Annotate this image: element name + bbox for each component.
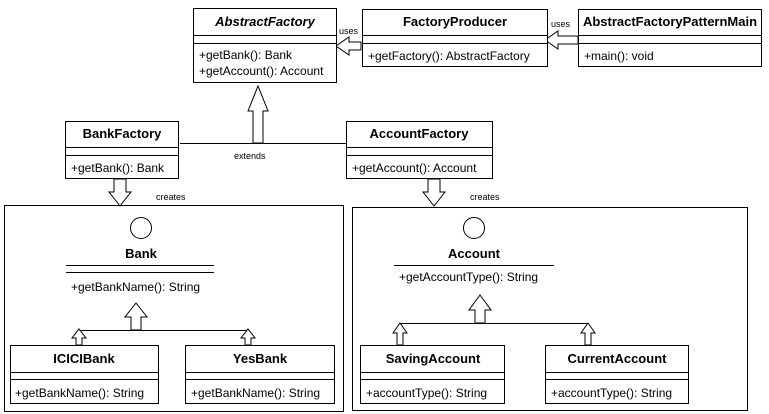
method: +getAccount(): Account bbox=[352, 161, 477, 175]
interface-name: Bank bbox=[125, 246, 158, 261]
class-yes-bank[interactable]: YesBank +getBankName(): String bbox=[185, 345, 335, 404]
interface-bank[interactable]: Bank +getBankName(): String bbox=[66, 217, 214, 295]
current-realization-arrow bbox=[580, 322, 596, 346]
creates-label-1: creates bbox=[156, 192, 186, 202]
method: +getBank(): Bank bbox=[199, 48, 293, 62]
uses-arrow-main-to-producer bbox=[544, 30, 579, 50]
class-icici-bank[interactable]: ICICIBank +getBankName(): String bbox=[10, 345, 159, 404]
class-name: AbstractFactory bbox=[214, 14, 315, 29]
class-name: CurrentAccount bbox=[568, 351, 668, 366]
class-abstract-factory[interactable]: AbstractFactory +getBank(): Bank +getAcc… bbox=[193, 8, 337, 83]
account-package-frame bbox=[352, 207, 748, 411]
method: +getBankName(): String bbox=[191, 386, 320, 400]
method: +getBankName(): String bbox=[71, 280, 200, 294]
interface-lollipop-icon bbox=[130, 217, 152, 239]
class-abstract-factory-pattern-main[interactable]: AbstractFactoryPatternMain +main(): void bbox=[578, 9, 762, 67]
class-name: BankFactory bbox=[83, 126, 163, 141]
method: +getBank(): Bank bbox=[71, 161, 165, 175]
interface-name: Account bbox=[448, 246, 501, 261]
class-factory-producer[interactable]: FactoryProducer +getFactory(): AbstractF… bbox=[362, 9, 548, 67]
method: +getFactory(): AbstractFactory bbox=[368, 49, 530, 63]
bank-realization-arrow bbox=[123, 302, 149, 331]
bank-package-frame bbox=[4, 205, 344, 412]
method: +main(): void bbox=[584, 49, 654, 63]
uses-arrow-producer-to-factory bbox=[335, 36, 362, 56]
extends-arrow bbox=[247, 84, 269, 144]
class-account-factory[interactable]: AccountFactory +getAccount(): Account bbox=[346, 121, 493, 179]
method: +getAccount(): Account bbox=[199, 64, 324, 78]
class-bank-factory[interactable]: BankFactory +getBank(): Bank bbox=[65, 121, 179, 179]
method: +accountType(): String bbox=[366, 386, 487, 400]
creates-label-2: creates bbox=[470, 192, 500, 202]
class-name: ICICIBank bbox=[53, 351, 115, 366]
interface-lollipop-icon bbox=[463, 217, 485, 239]
method: +getAccountType(): String bbox=[399, 270, 538, 284]
class-name: FactoryProducer bbox=[403, 14, 507, 29]
creates-arrow-account bbox=[421, 178, 447, 207]
class-current-account[interactable]: CurrentAccount +accountType(): String bbox=[545, 345, 689, 404]
account-realization-arrow bbox=[468, 294, 492, 324]
class-name: SavingAccount bbox=[386, 351, 481, 366]
class-saving-account[interactable]: SavingAccount +accountType(): String bbox=[360, 345, 505, 404]
saving-realization-arrow bbox=[392, 322, 408, 346]
class-name: AbstractFactoryPatternMain bbox=[583, 14, 757, 29]
icici-realization-arrow bbox=[70, 328, 88, 346]
method: +accountType(): String bbox=[551, 386, 672, 400]
uses-label-2: uses bbox=[551, 19, 571, 29]
interface-account[interactable]: Account +getAccountType(): String bbox=[394, 217, 554, 285]
class-name: AccountFactory bbox=[370, 126, 470, 141]
method: +getBankName(): String bbox=[15, 386, 144, 400]
extends-label: extends bbox=[234, 151, 266, 161]
creates-arrow-bank bbox=[107, 178, 133, 207]
uses-label-1: uses bbox=[339, 26, 359, 36]
class-name: YesBank bbox=[233, 351, 288, 366]
yes-realization-arrow bbox=[239, 328, 257, 346]
